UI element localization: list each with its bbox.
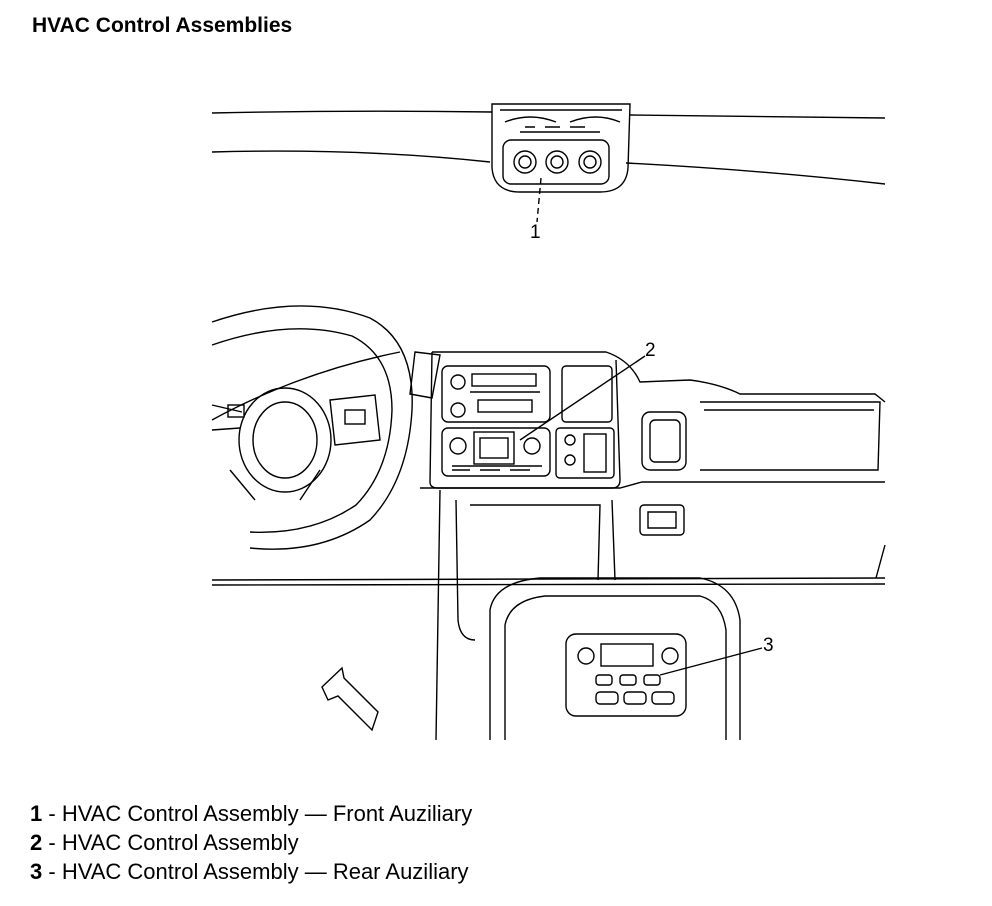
instrument-panel-view bbox=[211, 305, 886, 741]
legend-separator: - bbox=[42, 801, 62, 826]
front-auxiliary-hvac-control bbox=[502, 126, 610, 185]
legend-text: HVAC Control Assembly bbox=[61, 830, 299, 855]
legend-item-3: 3 - HVAC Control Assembly — Rear Auzilia… bbox=[30, 857, 472, 886]
legend-number: 2 bbox=[30, 830, 43, 855]
legend-item-2: 2 - HVAC Control Assembly bbox=[30, 828, 472, 857]
legend-separator: - bbox=[42, 830, 62, 855]
rear-auxiliary-hvac-control bbox=[565, 633, 687, 717]
callout-2: 2 bbox=[645, 340, 656, 361]
headliner-view bbox=[211, 103, 886, 223]
legend-text: HVAC Control Assembly — Front Auziliary bbox=[61, 801, 473, 826]
legend: 1 - HVAC Control Assembly — Front Auzili… bbox=[30, 799, 472, 886]
steering-wheel bbox=[211, 305, 441, 550]
legend-number: 3 bbox=[30, 859, 43, 884]
legend-separator: - bbox=[42, 859, 62, 884]
page-title: HVAC Control Assemblies bbox=[32, 14, 293, 37]
callout-3: 3 bbox=[763, 635, 774, 656]
main-hvac-control bbox=[441, 427, 551, 477]
view-direction-arrow bbox=[321, 666, 379, 732]
radio bbox=[441, 365, 551, 423]
legend-number: 1 bbox=[30, 801, 43, 826]
legend-item-1: 1 - HVAC Control Assembly — Front Auzili… bbox=[30, 799, 472, 828]
callout-1: 1 bbox=[530, 222, 541, 243]
legend-text: HVAC Control Assembly — Rear Auziliary bbox=[61, 859, 469, 884]
